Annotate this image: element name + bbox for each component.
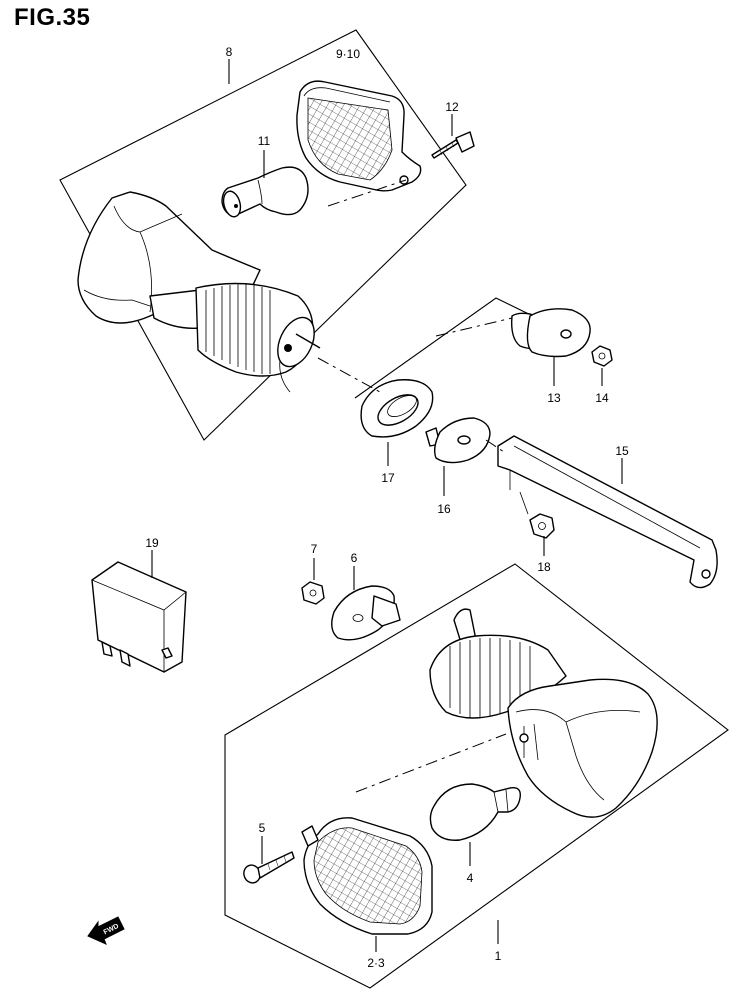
lower-lens-2-3 [301,817,433,935]
callout-7: 7 [311,542,318,556]
mount-hardware-group [317,179,718,589]
callout-12: 12 [445,100,459,114]
lower-assembly-frame [224,563,729,989]
callout-16: 16 [437,502,451,516]
callout-1: 1 [495,949,502,963]
lower-turn-signal-assembly [224,563,729,989]
upper-bulb-11 [221,166,309,218]
mount-part-13 [510,308,591,358]
callout-13: 13 [547,391,561,405]
nut-18 [519,491,555,539]
fwd-arrow-icon [87,916,125,945]
upper-turn-signal-assembly [59,29,475,441]
axis-line-upper [317,357,381,393]
upper-screw-12 [431,131,475,159]
lower-housing [429,608,658,818]
callout-19: 19 [145,536,159,550]
upper-housing [77,191,321,393]
axis-line-lower [355,733,507,793]
mount-part-6 [331,585,401,641]
upper-lens-9-10 [296,80,422,192]
callout-15: 15 [615,444,629,458]
callout-4: 4 [467,871,474,885]
figure-title: FIG.35 [14,4,91,31]
callout-5: 5 [259,821,266,835]
callout-2-3: 2·3 [367,956,385,970]
nut-7 [301,581,325,605]
upper-assembly-frame [59,29,467,441]
mount-group-frame [354,297,542,399]
callout-18: 18 [537,560,551,574]
mount-part-16 [425,417,491,464]
callout-14: 14 [595,391,609,405]
forward-direction-arrow: FWD [87,916,125,945]
axis-line-bracket [485,439,505,453]
lower-bulb-4 [429,783,521,841]
lower-screw-5 [243,851,295,884]
axis-line-lens [327,179,407,207]
nut-14 [591,345,613,367]
callout-8: 8 [226,45,233,59]
callout-9-10: 9·10 [336,47,360,61]
callout-11: 11 [258,134,271,148]
bracket-15 [497,435,718,589]
axis-line-mount [435,317,513,337]
relay-19 [91,561,187,673]
callout-17: 17 [381,471,395,485]
grommet-17 [360,379,434,438]
callout-6: 6 [351,551,358,565]
